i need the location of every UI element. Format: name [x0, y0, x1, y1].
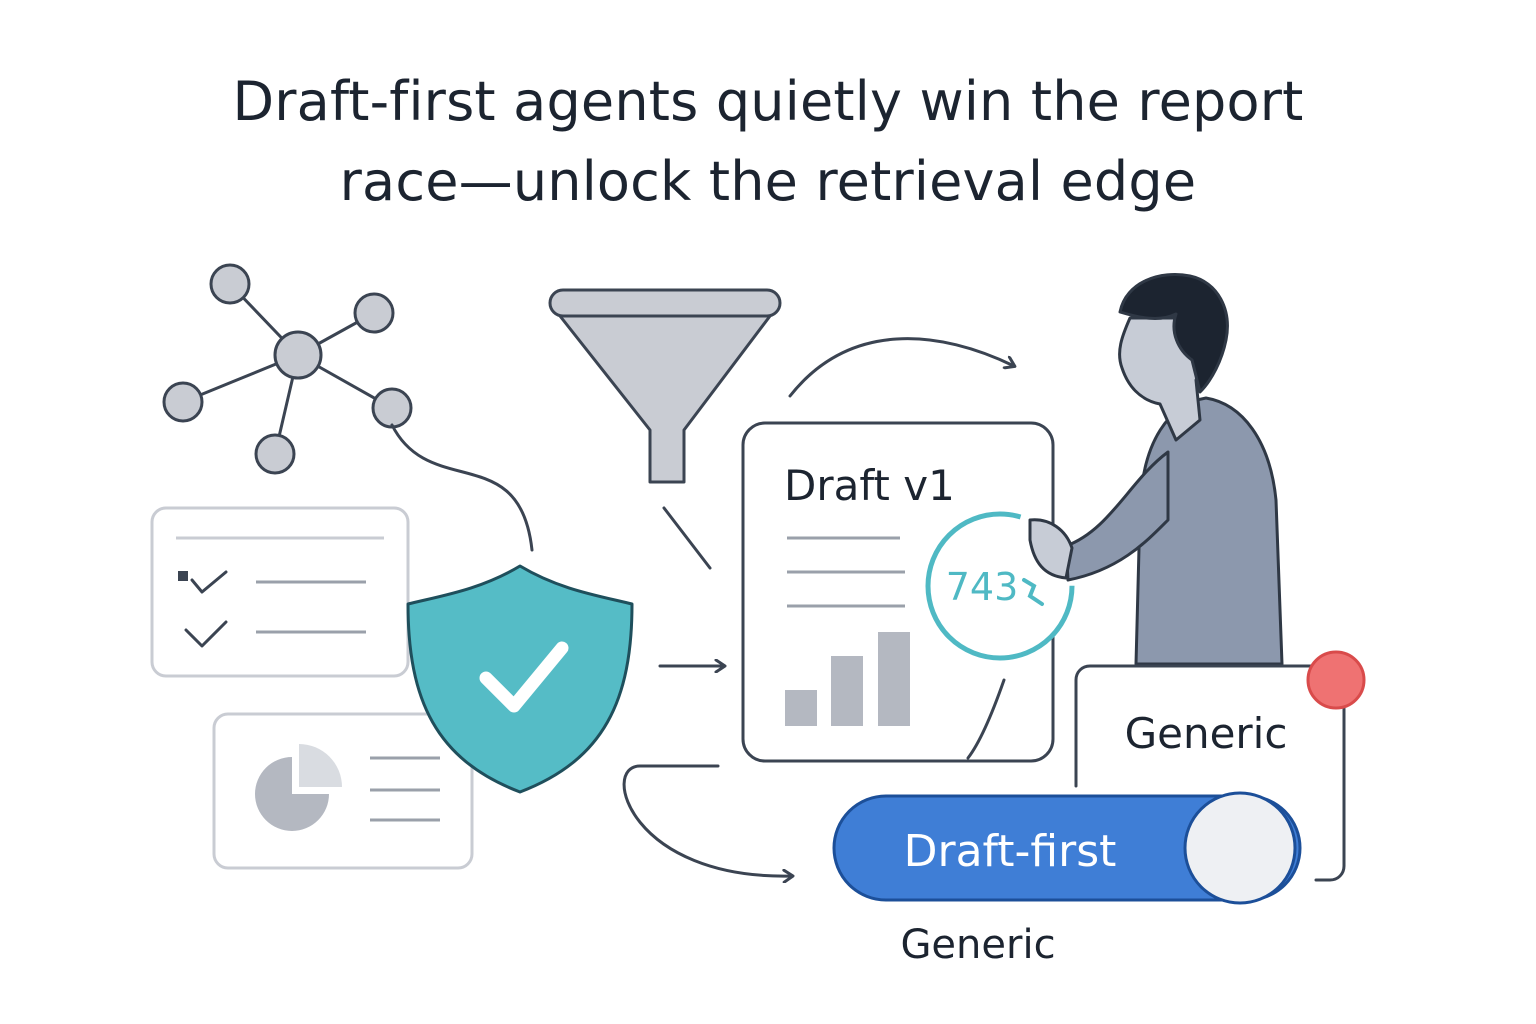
generic-caption: Generic — [900, 922, 1055, 968]
network-connector — [390, 423, 534, 552]
person-icon — [1028, 273, 1284, 666]
generic-card-label: Generic — [1125, 709, 1288, 758]
page-title: Draft-first agents quietly win the repor… — [0, 62, 1536, 222]
arc-arrow-to-reviewer — [788, 337, 1014, 398]
bar-chart-bar — [785, 690, 817, 726]
network-graph-icon — [162, 263, 413, 475]
shield-check-icon — [406, 564, 634, 794]
draft-first-toggle[interactable]: Draft-first — [832, 791, 1302, 905]
toggle-knob[interactable] — [1183, 791, 1297, 905]
arrow-to-toggle — [622, 764, 792, 876]
bar-chart-icon — [785, 632, 910, 726]
title-line-1: Draft-first agents quietly win the repor… — [232, 70, 1304, 133]
funnel-icon — [548, 288, 782, 484]
draft-card: Draft v1 — [741, 421, 1055, 763]
toggle-label: Draft-first — [904, 826, 1117, 877]
title-line-2: race—unlock the retrieval edge — [339, 150, 1197, 213]
draft-card-title: Draft v1 — [784, 461, 955, 510]
checklist-card-icon — [150, 506, 410, 678]
bar-chart-bar — [878, 632, 910, 726]
pie-chart-card-icon — [212, 712, 474, 870]
notification-dot-icon — [1306, 650, 1366, 710]
funnel-flow-line — [662, 506, 712, 570]
score-value: 743 — [946, 565, 1019, 609]
bar-chart-bar — [831, 656, 863, 726]
